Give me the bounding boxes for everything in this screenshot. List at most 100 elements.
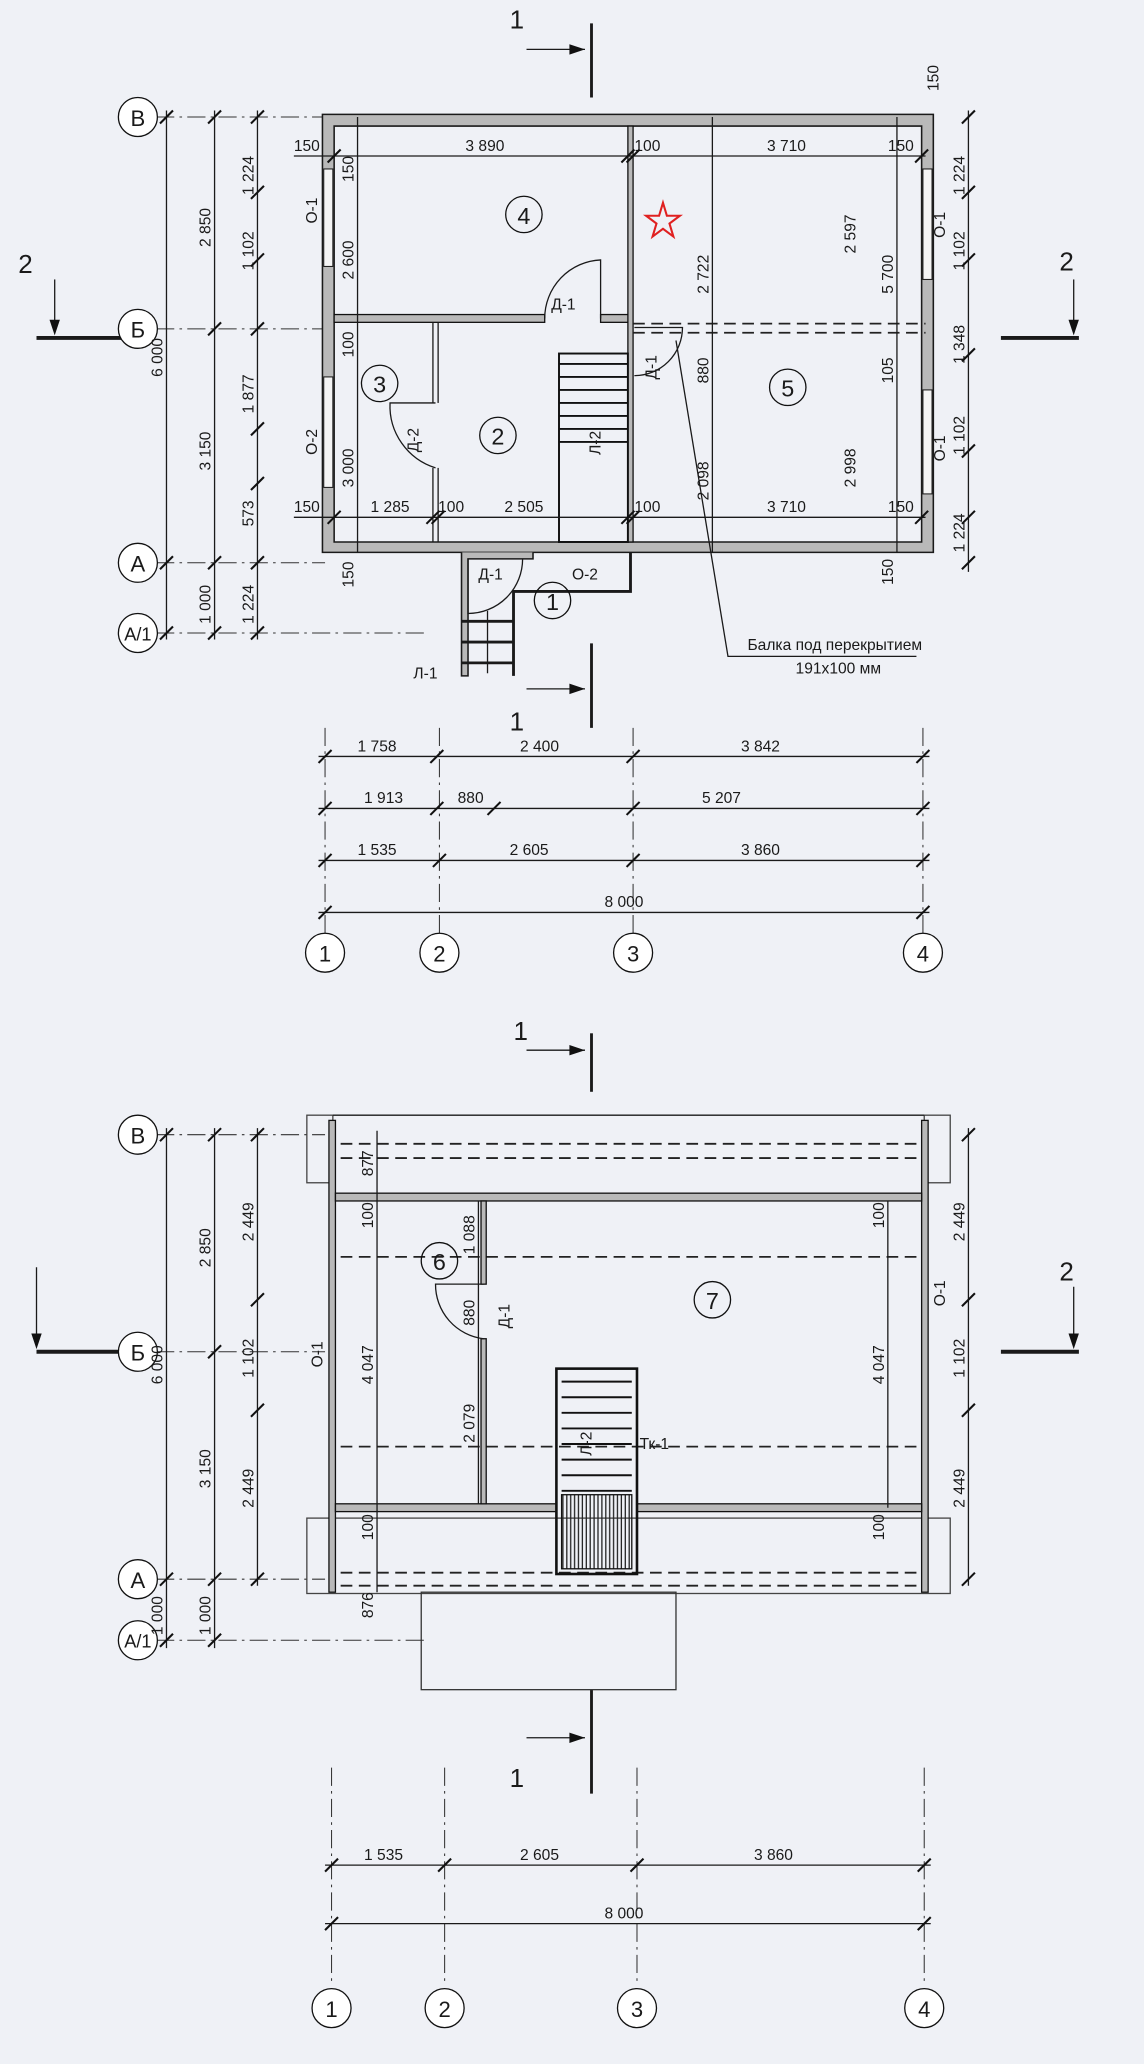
- window-label: О-1: [932, 212, 949, 238]
- dimension-label: 1 877: [241, 374, 258, 413]
- dimension-label: 5 700: [880, 254, 897, 293]
- room-3: 3: [360, 364, 399, 403]
- dimension-label: 150: [926, 65, 943, 91]
- dimension-label: 100: [341, 331, 358, 357]
- tick-mark: [324, 1916, 339, 1931]
- door-label: Д-1: [551, 296, 575, 313]
- section-1-bottom-label: 1: [510, 706, 524, 736]
- room-5: 5: [768, 368, 807, 407]
- axis-bubble-3: 3: [612, 932, 654, 973]
- dimension-label: 5: [781, 376, 794, 402]
- section-2-right-label: 2: [1059, 246, 1073, 276]
- dimension-ticks: [159, 109, 976, 1931]
- dimension-label: 2 850: [198, 208, 215, 247]
- window-label: О-1: [932, 435, 949, 461]
- dimension-label: 1 102: [952, 1339, 969, 1378]
- dimension-label: 876: [360, 1592, 377, 1618]
- tick-mark: [207, 1127, 222, 1142]
- dimension-label: 105: [880, 357, 897, 383]
- axis-bubble-4: 4: [902, 932, 944, 973]
- door-d1-arc: [467, 558, 524, 615]
- dimension-label: 150: [294, 138, 320, 155]
- tick-mark: [250, 109, 265, 125]
- axis-bubble-2: 2: [424, 1987, 465, 2029]
- beam-callout-title: Балка под перекрытием: [747, 637, 922, 654]
- dimension-label: 1 102: [952, 231, 969, 270]
- room-7: 7: [693, 1280, 732, 1319]
- dimension-label: А/1: [124, 624, 151, 644]
- tick-mark: [429, 749, 445, 764]
- door-d1-arc: [434, 1283, 484, 1340]
- tick-mark: [250, 1292, 265, 1307]
- attic-floor-plan: 1 1 2 В Б А А/1 1 2 3 4 Д-1 Л-2 Тк-1 О-1…: [31, 1016, 1079, 2029]
- tick-mark: [159, 1633, 174, 1648]
- section-2-right-label: 2: [1059, 1256, 1073, 1286]
- dimension-label: 100: [634, 499, 660, 516]
- tick-mark: [620, 148, 636, 164]
- dimension-label: Б: [131, 318, 146, 343]
- dimension-label: 880: [462, 1299, 479, 1325]
- dimension-label: 3 000: [341, 448, 358, 487]
- dimension-label: А: [131, 1568, 146, 1593]
- tick-mark: [250, 555, 265, 571]
- dimension-label: 100: [634, 138, 660, 155]
- tick-mark: [250, 625, 265, 641]
- dimension-label: 1 102: [952, 416, 969, 455]
- dimension-label: 1 348: [952, 325, 969, 364]
- dimension-label: 1 224: [241, 156, 258, 195]
- dimension-label: 100: [360, 1202, 377, 1228]
- tick-mark: [159, 1571, 174, 1587]
- tick-mark: [324, 1857, 339, 1873]
- dimension-label: 1 224: [241, 585, 258, 624]
- axis-bubble-a1: А/1: [117, 1620, 159, 1661]
- dimension-label: Б: [131, 1341, 146, 1366]
- tick-mark: [629, 1857, 645, 1873]
- tick-mark: [207, 1571, 222, 1587]
- dimension-label: 1 535: [364, 1847, 403, 1864]
- room-1: 1: [533, 581, 572, 620]
- dimension-label: 150: [341, 156, 358, 182]
- window-label: О-2: [572, 567, 598, 584]
- tick-mark: [326, 510, 342, 525]
- dimension-label: 3 860: [741, 842, 780, 859]
- tick-mark: [432, 853, 447, 868]
- axis-bubble-1: 1: [311, 1987, 352, 2029]
- window-label: О-1: [304, 198, 321, 224]
- dimension-label: 1 102: [241, 1339, 258, 1378]
- dimension-label: 880: [695, 357, 712, 383]
- tick-mark: [250, 476, 265, 491]
- axis-bubble-a1: А/1: [117, 612, 159, 654]
- tick-mark: [207, 321, 222, 337]
- stair-opening-tk1: Л-2 Тк-1: [555, 1367, 670, 1576]
- beam-callout-size: 191x100 мм: [796, 660, 882, 677]
- dimension-label: 1 000: [198, 585, 215, 624]
- axis-bubble-4: 4: [904, 1987, 945, 2029]
- dimension-label: 8 000: [604, 894, 643, 911]
- dimension-label: 4: [917, 942, 929, 967]
- dimension-label: 1 088: [462, 1215, 479, 1254]
- dimension-label: 1: [325, 1997, 337, 2022]
- tick-mark: [317, 801, 333, 816]
- section-2-left-label: 2: [18, 249, 32, 279]
- dimension-label: 1: [319, 942, 331, 967]
- tick-mark: [914, 510, 929, 525]
- dimension-label: 3 710: [767, 138, 806, 155]
- dimension-label: 2: [438, 1997, 450, 2022]
- dimension-label: 6 000: [150, 338, 167, 377]
- tick-mark: [625, 801, 641, 816]
- axis-bubble-1: 1: [304, 932, 346, 973]
- tick-mark: [625, 510, 641, 525]
- tick-mark: [961, 1292, 976, 1307]
- tick-mark: [430, 510, 446, 525]
- tick-mark: [250, 185, 265, 200]
- dimension-label: 2 505: [504, 499, 543, 516]
- stair-hatch-label: Тк-1: [640, 1436, 670, 1453]
- tick-mark: [159, 1127, 174, 1142]
- dimension-label: 4 047: [871, 1345, 888, 1384]
- tick-mark: [326, 148, 342, 164]
- dimension-label: 2 079: [462, 1404, 479, 1443]
- dimension-label: 2 449: [952, 1469, 969, 1508]
- dimension-label: 2: [433, 942, 445, 967]
- dimension-label: 2 600: [341, 240, 358, 279]
- dimension-label: 100: [871, 1202, 888, 1228]
